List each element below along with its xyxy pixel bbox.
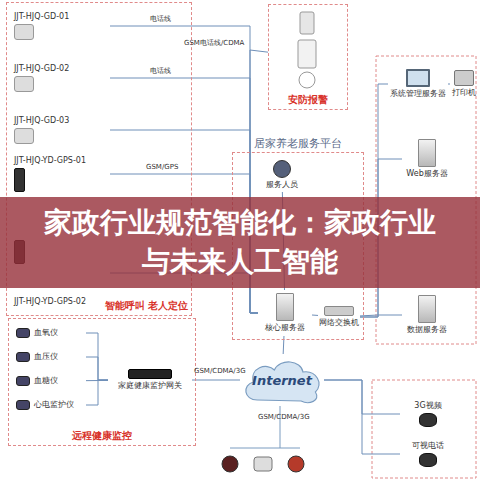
device-icon [276, 293, 294, 321]
title-banner: 家政行业规范智能化：家政行业与未来人工智能 [0, 197, 480, 288]
device-icon [16, 352, 30, 362]
device-label: JJT-HJQ-YD-GPS-01 [14, 156, 86, 165]
device-label: JJT-HJQ-GD-01 [14, 12, 69, 21]
device-icon [324, 306, 354, 316]
device-icon [406, 69, 430, 87]
device-node: Web服务器 [402, 134, 452, 184]
device-node: 数据服务器 [402, 292, 452, 338]
watch-device-symbol [288, 456, 304, 472]
connector-label: GSM/GPS [146, 164, 178, 171]
connector-label: GSM电话线/CDMA [184, 40, 244, 47]
device-label: 可视电话 [412, 441, 444, 450]
connector [86, 333, 108, 380]
wire-note: GSM/CDMA/3G [258, 414, 310, 421]
device-label: 网络交换机 [319, 318, 359, 327]
group-caption: 远程健康监控 [9, 429, 195, 443]
device-label: 血氧仪 [34, 328, 58, 337]
connector [283, 336, 285, 354]
device-node: 心电监护仪 [16, 394, 86, 416]
video-group-frame [372, 380, 476, 478]
device-label: JJT-HJQ-YD-GPS-02 [14, 297, 86, 306]
device-icon [16, 376, 30, 386]
device-node: 3G视频 [400, 398, 456, 430]
device-icon [14, 168, 25, 192]
device-node: JJT-HJQ-YD-GPS-01 [14, 152, 110, 196]
device-icon [14, 76, 34, 92]
device-icon [16, 328, 30, 338]
connector [192, 380, 240, 381]
device-node: 核心服务器 [258, 290, 312, 336]
alarm-sensor-symbol [300, 12, 314, 34]
device-icon [419, 413, 437, 427]
connector [86, 380, 108, 405]
connector-label: 电话线 [150, 16, 171, 23]
device-node: 血糖仪 [16, 370, 86, 392]
device-icon [14, 128, 34, 144]
wire [280, 406, 281, 448]
device-icon [419, 453, 437, 467]
device-label: 数据服务器 [407, 325, 447, 334]
device-icon [273, 160, 291, 178]
device-node: 血压仪 [16, 346, 86, 368]
device-node: JJT-HJQ-GD-03 [14, 108, 110, 152]
smoke-detector-symbol [299, 72, 315, 88]
diagram-title: 家政行业规范智能化：家政行业与未来人工智能 [40, 204, 440, 281]
connector [360, 315, 402, 317]
device-label: 系统管理服务器 [390, 89, 446, 98]
device-icon [418, 139, 436, 167]
device-label: JJT-HJQ-GD-02 [14, 64, 69, 73]
device-label: 血糖仪 [34, 376, 58, 385]
pendant-device-symbol [254, 457, 272, 471]
device-icon [14, 24, 34, 40]
device-label: 心电监护仪 [34, 400, 74, 409]
device-node: 服务人员 [262, 158, 302, 192]
device-label: 核心服务器 [265, 323, 305, 332]
device-node: 家庭健康监护网关 [108, 358, 192, 402]
alarm-sensor-symbol [298, 40, 316, 68]
group-box: 安防报警 [268, 4, 348, 110]
device-node: 打印机 [450, 64, 478, 104]
connector [86, 357, 108, 380]
group-caption: 安防报警 [269, 93, 347, 107]
device-icon [418, 295, 436, 323]
group-caption: 居家养老服务平台 [233, 136, 363, 151]
device-label: JJT-HJQ-GD-03 [14, 116, 69, 125]
group-caption: 智能呼叫 老人定位 [105, 299, 188, 313]
device-icon [128, 369, 172, 379]
group-box: 血氧仪血压仪血糖仪心电监护仪 家庭健康监护网关远程健康监控 [8, 318, 196, 446]
device-label: Web服务器 [406, 169, 447, 178]
device-node: 血氧仪 [16, 322, 86, 344]
wire [230, 448, 300, 449]
connector [448, 84, 450, 85]
connector [324, 380, 400, 454]
device-node: JJT-HJQ-GD-02 [14, 56, 110, 100]
network-cloud: Internet [240, 354, 324, 406]
connector [312, 315, 318, 316]
connector-label: GSM/CDMA/3G [194, 368, 246, 375]
watch-device-symbol [222, 456, 238, 472]
device-node: JJT-HJQ-GD-01 [14, 4, 110, 48]
device-label: 3G视频 [414, 401, 441, 410]
device-icon [454, 70, 474, 86]
device-icon [16, 400, 30, 410]
device-label: 家庭健康监护网关 [118, 381, 182, 390]
device-label: 血压仪 [34, 352, 58, 361]
device-label: 打印机 [452, 88, 476, 97]
device-label: 服务人员 [266, 180, 298, 189]
device-node: 可视电话 [400, 436, 456, 472]
connector-label: 电话线 [150, 68, 171, 75]
device-node: 系统管理服务器 [388, 62, 448, 106]
device-node: 网络交换机 [318, 300, 360, 334]
cloud-label: Internet [240, 354, 324, 406]
